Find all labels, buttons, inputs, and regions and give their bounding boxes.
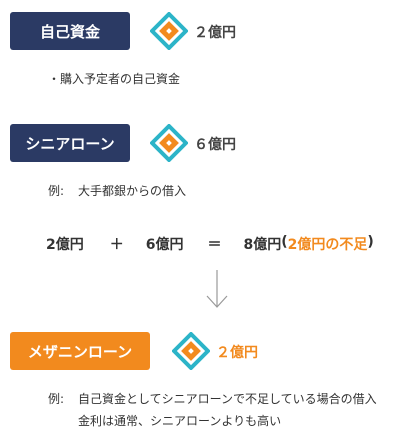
senior-loan-note: 大手都銀からの借入	[78, 184, 187, 198]
equation-plus: ＋	[109, 237, 124, 253]
equation-term2: 6億円	[145, 237, 184, 253]
funding-equation: 2億円 ＋ 6億円 ＝ 8億円 ( 2億円の不足 )	[46, 234, 374, 254]
equation-paren-open: (	[281, 234, 288, 250]
equation-paren-close: )	[367, 234, 374, 250]
own-funds-note: ・購入予定者の自己資金	[48, 72, 181, 86]
mezzanine-loan-note-line2: 金利は通常、シニアローンよりも高い	[78, 414, 282, 428]
senior-loan-amount: ６億円	[194, 137, 236, 153]
mezzanine-loan-amount: ２億円	[216, 345, 258, 361]
mezzanine-loan-label: メザニンローン	[10, 332, 150, 370]
own-funds-label: 自己資金	[10, 12, 130, 50]
own-funds-amount: ２億円	[194, 25, 236, 41]
equation-equals: ＝	[207, 237, 222, 253]
equation-shortfall: 2億円の不足	[287, 237, 368, 253]
equation-result: 8億円	[243, 237, 282, 253]
diamond-icon	[172, 332, 210, 370]
diamond-icon	[150, 124, 188, 162]
equation-term1: 2億円	[46, 237, 84, 253]
senior-loan-note-prefix: 例:	[48, 184, 65, 198]
down-arrow-icon	[206, 270, 228, 308]
mezzanine-loan-note-prefix: 例:	[48, 392, 65, 406]
senior-loan-label: シニアローン	[10, 124, 130, 162]
mezzanine-loan-note-line1: 自己資金としてシニアローンで不足している場合の借入	[78, 392, 377, 406]
diamond-icon	[150, 12, 188, 50]
